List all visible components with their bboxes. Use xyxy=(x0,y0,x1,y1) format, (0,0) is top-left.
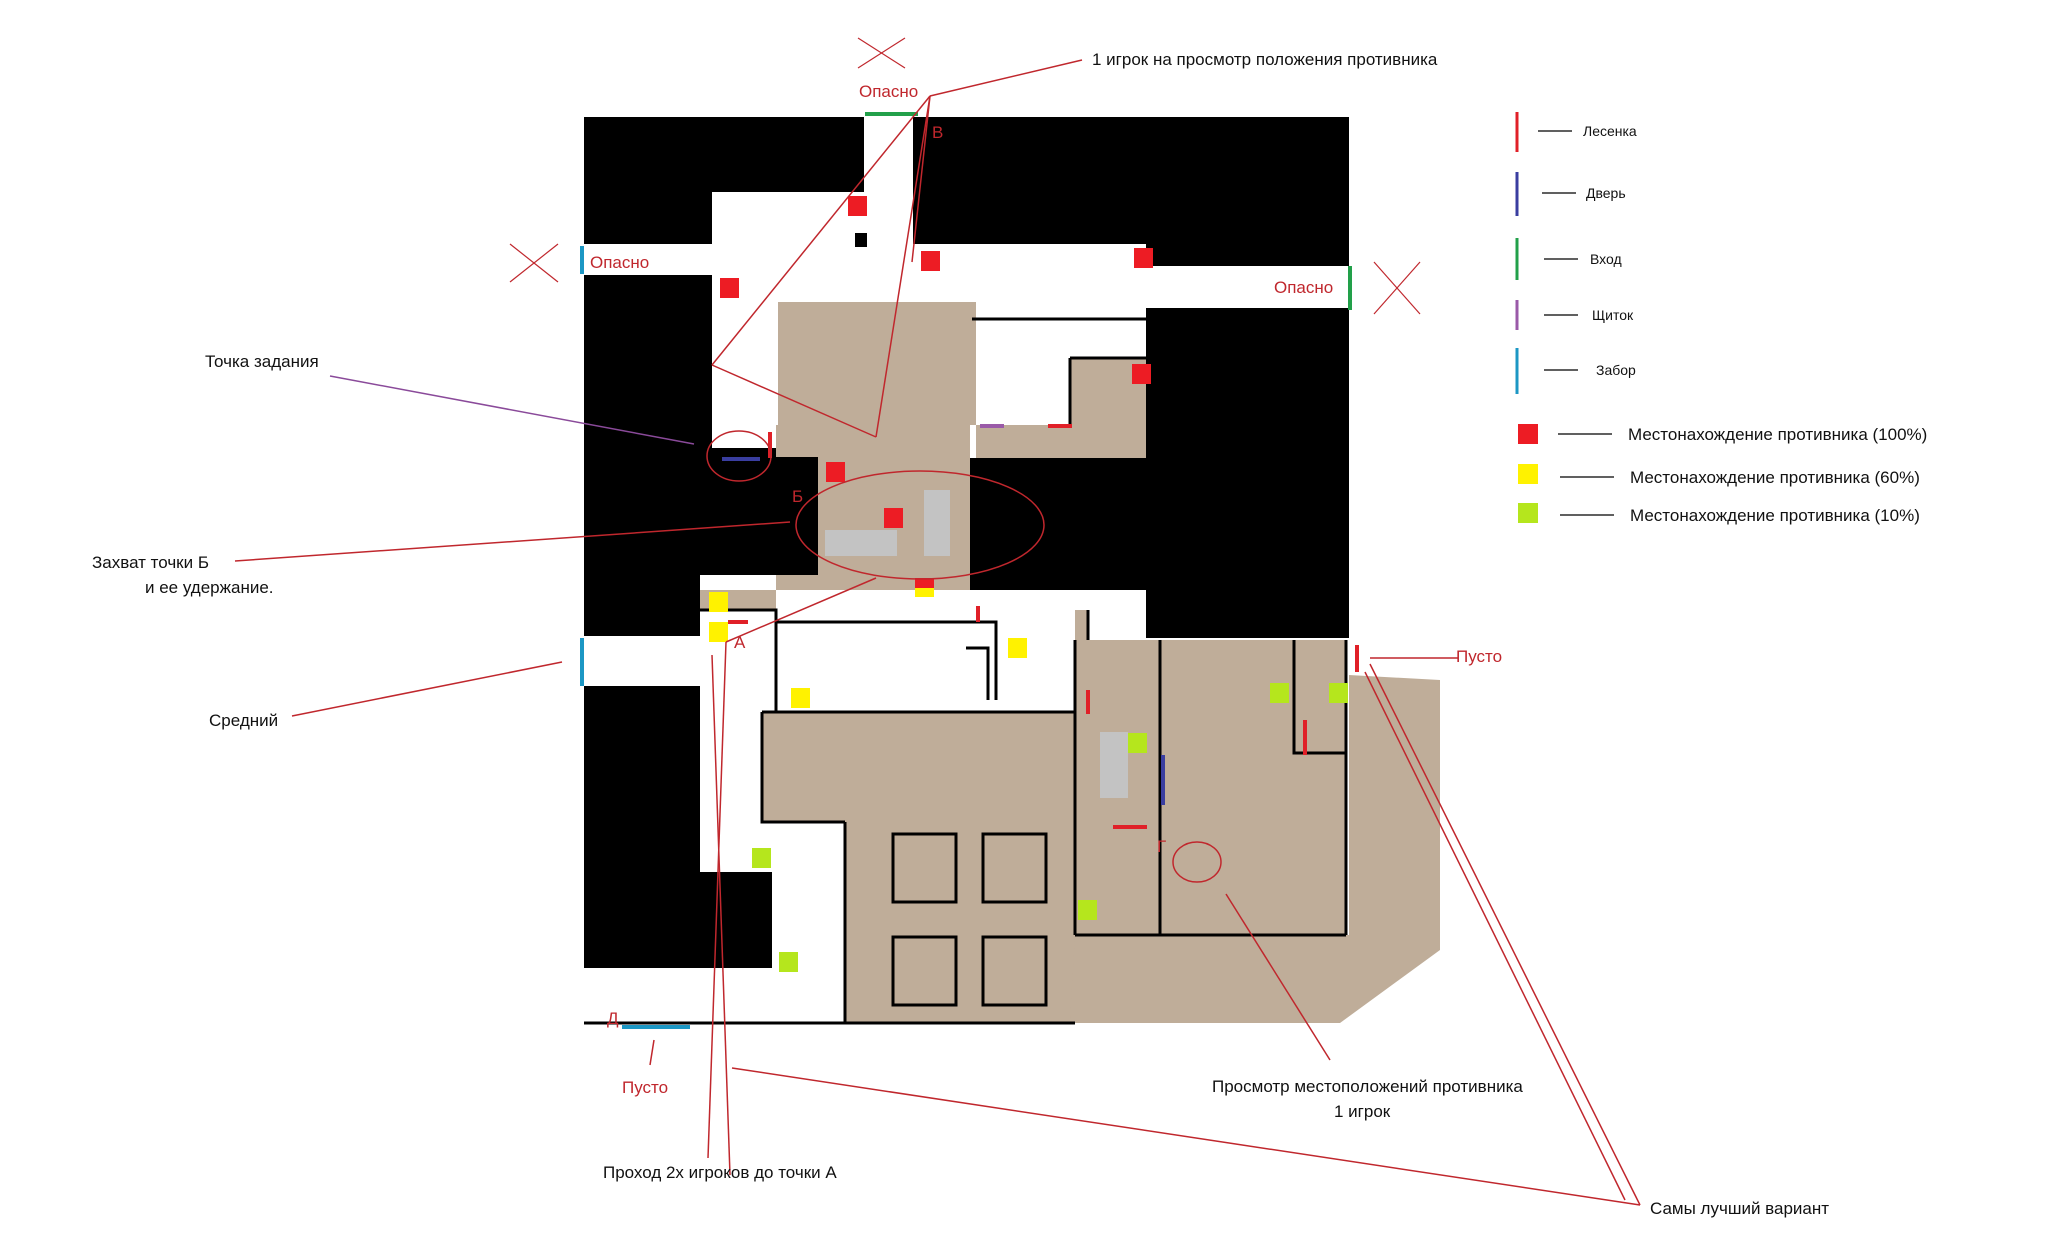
legend-item-enemy-100: Местонахождение противника (100%) xyxy=(1518,424,1927,444)
box xyxy=(891,832,958,904)
point-b-zone-ellipse xyxy=(795,470,1045,580)
enemy-marker-100 xyxy=(848,196,867,216)
callout-watch-enemies-line1: Просмотр местоположений противника xyxy=(1212,1077,1523,1096)
enemy-marker-100 xyxy=(884,508,903,528)
callout-line-task-point xyxy=(329,375,695,445)
legend-item-fence: Забор xyxy=(1515,348,1636,394)
legend-swatch-enemy-10 xyxy=(1518,503,1538,523)
label-point-b: Б xyxy=(792,487,803,506)
callout-capture-b-line1: Захват точки Б xyxy=(92,553,209,572)
enemy-markers-10 xyxy=(752,683,1348,972)
enemy-marker-60 xyxy=(709,622,728,642)
wall-lower-left xyxy=(584,686,772,968)
callout-pass-to-a: Проход 2х игроков до точки А xyxy=(603,1163,837,1182)
box xyxy=(981,832,1048,904)
enemy-marker-10 xyxy=(752,848,771,868)
wall-left-column xyxy=(584,275,818,636)
wall-upper-left xyxy=(584,117,864,244)
callout-watch-enemies-line2: 1 игрок xyxy=(1334,1102,1391,1121)
x-marks xyxy=(509,37,1421,315)
enemy-marker-100 xyxy=(1134,248,1153,268)
wall-masses xyxy=(584,117,1349,968)
enemy-marker-60 xyxy=(709,592,728,612)
legend-item-door: Дверь xyxy=(1515,172,1626,216)
doors xyxy=(722,457,1165,805)
annotation-lines xyxy=(234,59,1641,1206)
label-point-g: Г xyxy=(1157,837,1166,856)
legend-item-enemy-10: Местонахождение противника (10%) xyxy=(1518,503,1920,525)
legend-label-entrance: Вход xyxy=(1590,251,1622,267)
label-point-a: А xyxy=(734,633,746,652)
legend-swatch-enemy-60 xyxy=(1518,464,1538,484)
legend-item-panel: Щиток xyxy=(1515,300,1634,330)
box xyxy=(891,935,958,1007)
legend: Лесенка Дверь Вход Щиток Забор Местонахо… xyxy=(1515,112,1927,525)
obstacle xyxy=(924,490,950,556)
obstacle xyxy=(1100,732,1128,798)
entrances xyxy=(865,112,1352,310)
enemy-marker-100 xyxy=(1132,364,1151,384)
legend-item-entrance: Вход xyxy=(1515,238,1622,280)
legend-label-ladder: Лесенка xyxy=(1583,123,1637,139)
point-b-ellipse xyxy=(706,430,772,482)
enemy-marker-100 xyxy=(826,462,845,482)
enemy-marker-60 xyxy=(1008,638,1027,658)
label-danger-top: Опасно xyxy=(859,82,918,101)
label-point-v: В xyxy=(932,123,943,142)
x-mark-top xyxy=(857,37,906,69)
enemy-marker-10 xyxy=(1128,733,1147,753)
callout-task-point: Точка задания xyxy=(205,352,319,371)
legend-label-fence: Забор xyxy=(1596,362,1636,378)
legend-label-enemy-60: Местонахождение противника (60%) xyxy=(1630,468,1920,487)
label-empty-bottom: Пусто xyxy=(622,1078,668,1097)
callout-texts: 1 игрок на просмотр положения противника… xyxy=(92,50,1829,1218)
legend-label-enemy-100: Местонахождение противника (100%) xyxy=(1628,425,1927,444)
enemy-marker-10 xyxy=(1270,683,1289,703)
obstacles xyxy=(825,490,1128,798)
callout-middle: Средний xyxy=(209,711,278,730)
obstacle xyxy=(825,530,897,556)
label-point-d: Д xyxy=(607,1009,619,1028)
enemy-marker-10 xyxy=(1329,683,1348,703)
enemy-markers-100 xyxy=(720,196,1153,588)
enemy-marker-100 xyxy=(720,278,739,298)
point-g-ellipse xyxy=(1172,841,1222,883)
building-map xyxy=(580,112,1440,1029)
legend-swatch-enemy-100 xyxy=(1518,424,1538,444)
annotation-ellipses xyxy=(706,430,1222,883)
pillar-boxes xyxy=(891,832,1048,1007)
enemy-markers-60 xyxy=(709,588,1027,708)
x-mark-right xyxy=(1373,261,1421,315)
wall-right-column xyxy=(1146,308,1349,638)
fences xyxy=(580,246,690,1029)
wall-speck xyxy=(855,233,867,247)
label-danger-left: Опасно xyxy=(590,253,649,272)
legend-item-ladder: Лесенка xyxy=(1515,112,1637,152)
enemy-marker-100 xyxy=(915,578,934,588)
enemy-marker-100 xyxy=(921,251,940,271)
interior-walls xyxy=(584,317,1348,1025)
wall-center-block xyxy=(970,458,1146,590)
label-danger-right: Опасно xyxy=(1274,278,1333,297)
ladders xyxy=(728,424,1359,829)
legend-label-enemy-10: Местонахождение противника (10%) xyxy=(1630,506,1920,525)
callout-one-player-watch: 1 игрок на просмотр положения противника xyxy=(1092,50,1438,69)
map-labels: Опасно Опасно Опасно Пусто Пусто В Б А Г… xyxy=(590,82,1502,1097)
enemy-marker-60 xyxy=(915,588,934,597)
enemy-marker-10 xyxy=(779,952,798,972)
enemy-marker-60 xyxy=(791,688,810,708)
legend-item-enemy-60: Местонахождение противника (60%) xyxy=(1518,464,1920,487)
x-mark-left xyxy=(509,243,559,283)
box xyxy=(981,935,1048,1007)
wall-upper-right xyxy=(913,117,1349,266)
enemy-marker-10 xyxy=(1078,900,1097,920)
callout-best-option: Самы лучший вариант xyxy=(1650,1199,1829,1218)
legend-label-panel: Щиток xyxy=(1592,307,1634,323)
label-empty-right: Пусто xyxy=(1456,647,1502,666)
legend-label-door: Дверь xyxy=(1586,185,1626,201)
callout-capture-b-line2: и ее удержание. xyxy=(145,578,274,597)
